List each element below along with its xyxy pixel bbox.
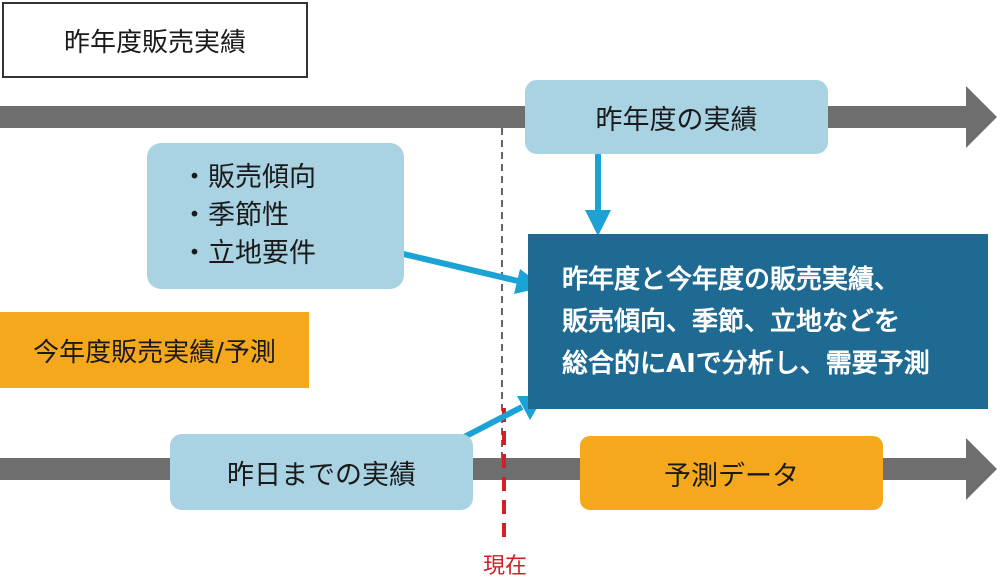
factor-item: ・季節性 [181,200,289,231]
diagram-title: 昨年度販売実績 [2,2,308,78]
last-year-results-box: 昨年度の実績 [525,80,828,154]
forecast-data-box: 予測データ [580,436,883,510]
now-label-text: 現在 [482,554,527,579]
last-year-results-label: 昨年度の実績 [595,104,758,136]
analysis-line: 昨年度と今年度の販売実績、 [562,264,901,295]
until-yesterday-label: 昨日までの実績 [227,459,416,491]
ai-analysis-box: 昨年度と今年度の販売実績、 販売傾向、季節、立地などを 総合的にAIで分析し、需… [528,234,988,409]
factor-item: ・販売傾向 [181,162,316,193]
factors-box: ・販売傾向 ・季節性 ・立地要件 [147,143,404,289]
now-label: 現在 [470,546,540,582]
this-year-results-label: 今年度販売実績/予測 [33,337,276,368]
until-yesterday-results-box: 昨日までの実績 [170,434,473,510]
factor-item: ・立地要件 [181,238,316,269]
title-text: 昨年度販売実績 [63,27,246,58]
analysis-line: 総合的にAIで分析し、需要予測 [562,348,930,379]
top-timeline-arrow [0,86,997,148]
arrow-last-year-to-analysis [585,144,611,236]
forecast-data-label: 予測データ [664,460,799,492]
this-year-results-box: 今年度販売実績/予測 [0,312,309,388]
analysis-line: 販売傾向、季節、立地などを [562,306,901,337]
